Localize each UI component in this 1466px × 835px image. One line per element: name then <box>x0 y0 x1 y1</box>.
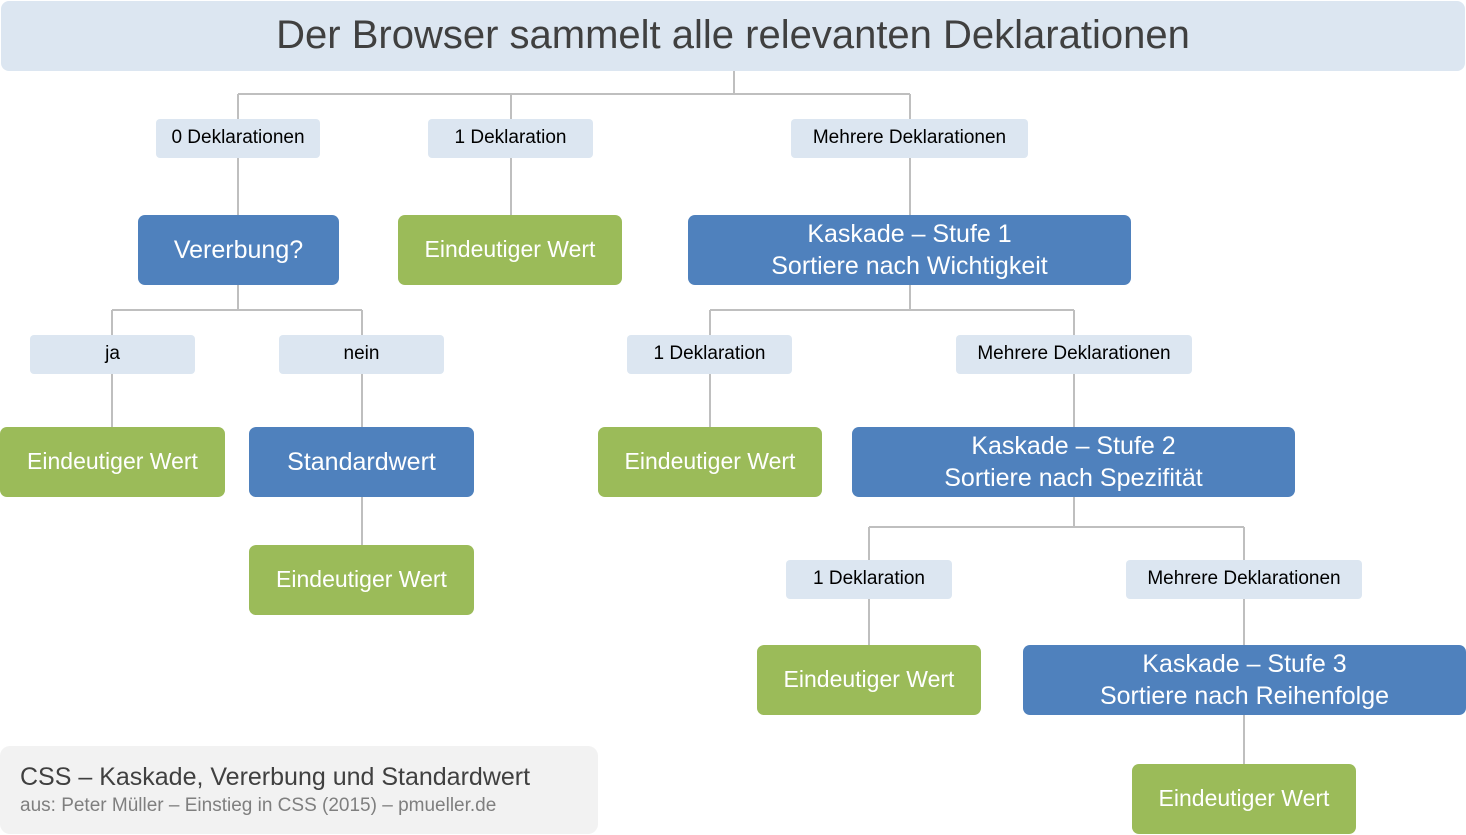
node-unique-value-6: Eindeutiger Wert <box>1132 764 1356 834</box>
node-cascade-stage-3: Kaskade – Stufe 3 Sortiere nach Reihenfo… <box>1023 645 1466 715</box>
label-multiple-declarations-2: Mehrere Deklarationen <box>956 335 1192 374</box>
label-multiple-declarations-3: Mehrere Deklarationen <box>1126 560 1362 599</box>
footer-title: CSS – Kaskade, Vererbung und Standardwer… <box>20 763 531 791</box>
node-unique-value-5: Eindeutiger Wert <box>757 645 981 715</box>
label-yes: ja <box>30 335 195 374</box>
label-one-declaration-3: 1 Deklaration <box>786 560 952 599</box>
node-default-value: Standardwert <box>249 427 474 497</box>
label-multiple-declarations: Mehrere Deklarationen <box>791 119 1028 158</box>
page-title: Der Browser sammelt alle relevanten Dekl… <box>1 1 1465 71</box>
cascade-1-subtitle: Sortiere nach Wichtigkeit <box>771 252 1048 280</box>
label-no: nein <box>279 335 444 374</box>
node-cascade-stage-1: Kaskade – Stufe 1 Sortiere nach Wichtigk… <box>688 215 1131 285</box>
node-unique-value-2: Eindeutiger Wert <box>0 427 225 497</box>
label-one-declaration: 1 Deklaration <box>428 119 593 158</box>
node-unique-value-3: Eindeutiger Wert <box>598 427 822 497</box>
node-inheritance: Vererbung? <box>138 215 339 285</box>
cascade-1-title: Kaskade – Stufe 1 <box>807 220 1012 248</box>
cascade-3-title: Kaskade – Stufe 3 <box>1142 650 1347 678</box>
label-one-declaration-2: 1 Deklaration <box>627 335 792 374</box>
label-zero-declarations: 0 Deklarationen <box>156 119 320 158</box>
node-cascade-stage-2: Kaskade – Stufe 2 Sortiere nach Spezifit… <box>852 427 1295 497</box>
cascade-2-subtitle: Sortiere nach Spezifität <box>944 464 1203 492</box>
footer-caption: CSS – Kaskade, Vererbung und Standardwer… <box>0 746 598 834</box>
node-unique-value-4: Eindeutiger Wert <box>249 545 474 615</box>
node-unique-value-1: Eindeutiger Wert <box>398 215 622 285</box>
footer-source: aus: Peter Müller – Einstieg in CSS (201… <box>20 795 497 816</box>
cascade-3-subtitle: Sortiere nach Reihenfolge <box>1099 682 1390 710</box>
cascade-2-title: Kaskade – Stufe 2 <box>971 432 1176 460</box>
